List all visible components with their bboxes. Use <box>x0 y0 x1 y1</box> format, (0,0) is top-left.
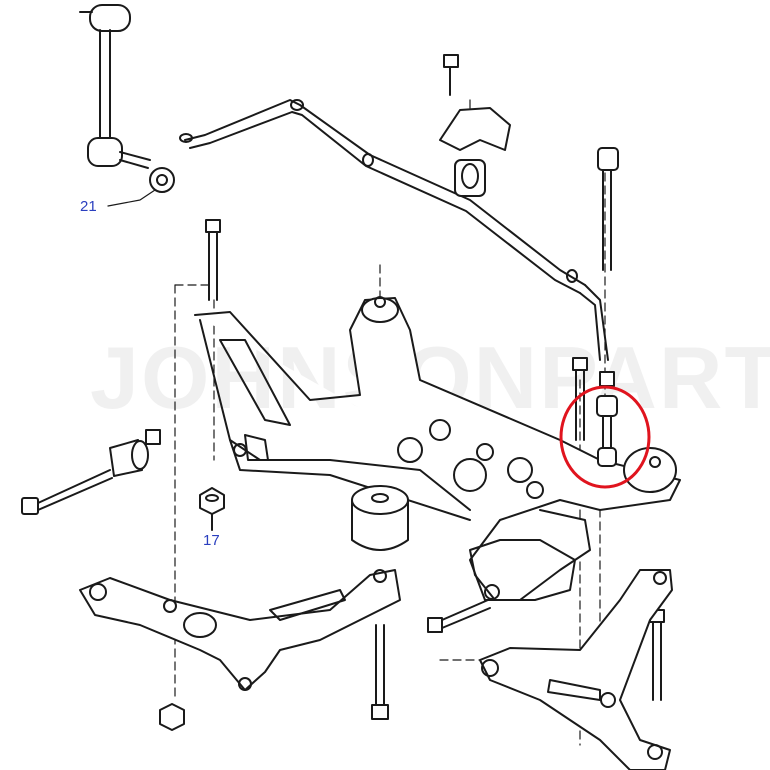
callout-label-17: 17 <box>203 532 220 549</box>
control-arm-bush-bolt <box>21 429 161 515</box>
highlight-ring <box>559 385 651 489</box>
callout-label-21: 21 <box>80 198 97 215</box>
anti-roll-bar <box>179 99 609 361</box>
callout-leader-21 <box>107 189 156 207</box>
front-bolt <box>427 599 491 633</box>
anti-roll-bar-clamp <box>439 54 511 197</box>
lower-control-arm-left <box>79 569 401 731</box>
nut-item-17 <box>199 487 225 531</box>
anti-roll-bar-link-left <box>79 4 175 193</box>
highlighted-stabilizer-link <box>596 371 618 467</box>
subframe-bolts <box>205 147 665 720</box>
lower-control-arm-right <box>479 569 673 770</box>
subframe-rubber-mount <box>351 485 409 551</box>
front-subframe <box>194 296 681 601</box>
